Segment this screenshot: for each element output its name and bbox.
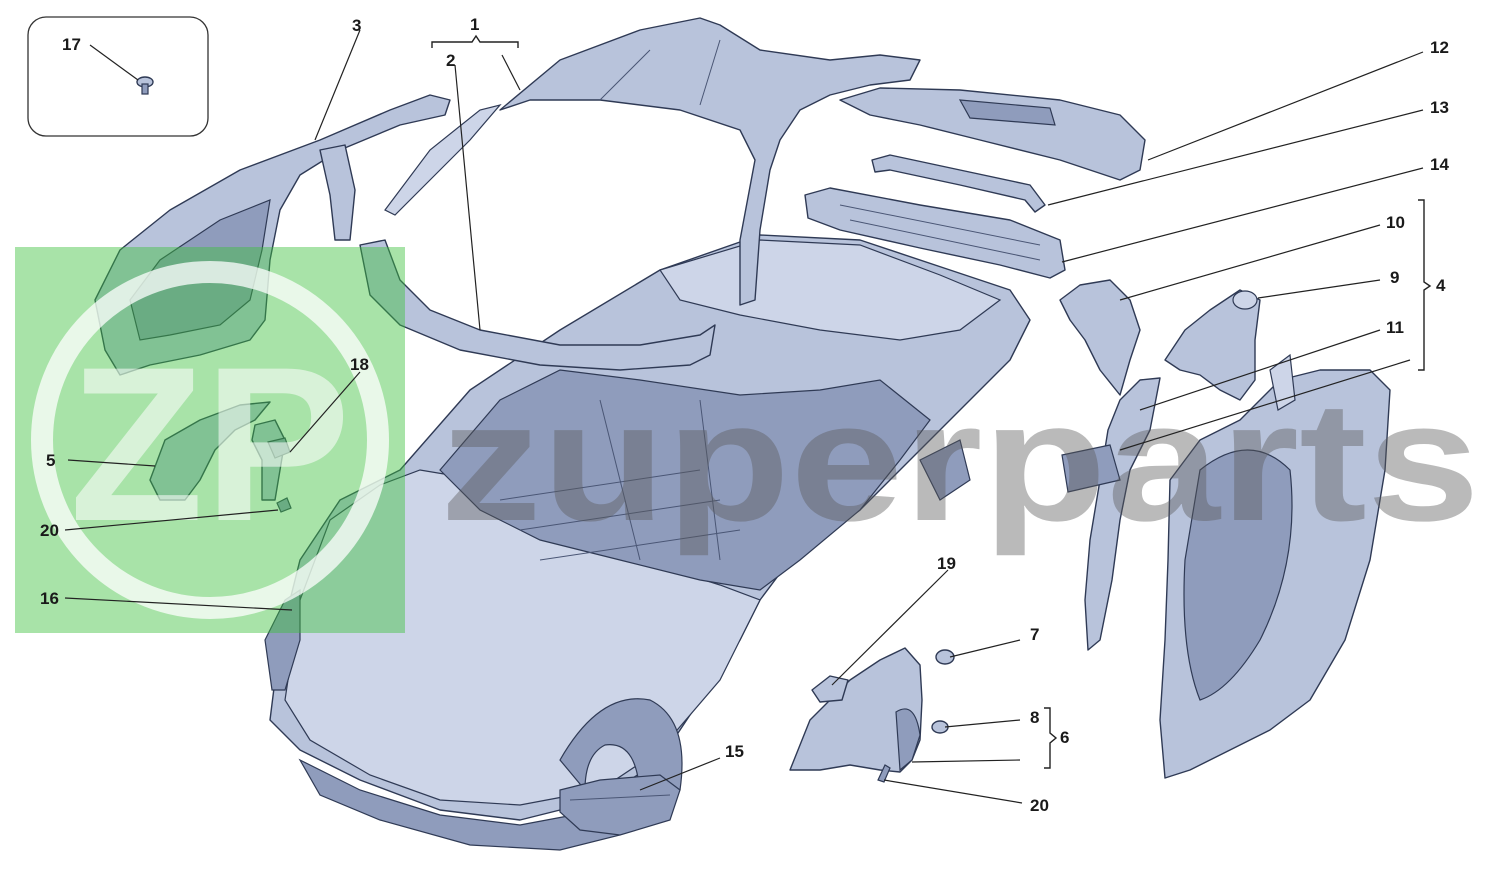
callout-7: 7 xyxy=(1030,625,1039,644)
callout-20-left: 20 xyxy=(40,521,59,540)
rear-crossmember-14 xyxy=(804,187,1066,279)
callout-20-right: 20 xyxy=(1030,796,1049,815)
callout-8: 8 xyxy=(1030,708,1039,727)
rear-pillar-11 xyxy=(1061,377,1161,651)
front-subframe-15 xyxy=(559,774,681,836)
right-rear-quarter-panel xyxy=(1159,353,1391,779)
callout-2: 2 xyxy=(446,51,455,70)
callout-9: 9 xyxy=(1390,268,1399,287)
left-side-frame xyxy=(94,94,451,376)
callout-12: 12 xyxy=(1430,38,1449,57)
bracket-19 xyxy=(811,675,849,703)
callout-4: 4 xyxy=(1436,276,1446,295)
windshield-frame xyxy=(359,103,716,371)
rear-spoiler-12 xyxy=(839,87,1146,181)
callout-14: 14 xyxy=(1430,155,1449,174)
fastener-7-icon xyxy=(935,649,955,665)
cockpit-cavity xyxy=(439,369,931,591)
rear-bar-13 xyxy=(871,154,1046,213)
fastener-17-icon xyxy=(136,76,154,95)
callout-19: 19 xyxy=(937,554,956,573)
rear-bracket-10 xyxy=(1059,279,1141,396)
car-body-shell xyxy=(269,234,1031,851)
inset-fastener-box xyxy=(27,16,209,137)
callout-17: 17 xyxy=(62,35,81,54)
right-front-fender xyxy=(789,647,923,773)
rear-bracket-9 xyxy=(1164,289,1261,401)
roof-panel xyxy=(499,17,921,306)
callout-11: 11 xyxy=(1386,318,1404,337)
callout-15: 15 xyxy=(725,742,744,761)
callout-16: 16 xyxy=(40,589,59,608)
callout-18: 18 xyxy=(350,355,369,374)
callout-labels: 17 3 1 2 12 13 14 10 9 4 11 18 5 20 16 1… xyxy=(40,15,1449,815)
rear-wheel-area xyxy=(919,439,971,501)
leader-lines xyxy=(64,29,1432,804)
callout-1: 1 xyxy=(470,15,479,34)
callout-5: 5 xyxy=(46,451,55,470)
callout-13: 13 xyxy=(1430,98,1449,117)
clip-20-right-icon xyxy=(877,764,891,783)
left-front-fender xyxy=(149,401,292,513)
callout-10: 10 xyxy=(1386,213,1405,232)
callout-6: 6 xyxy=(1060,728,1069,747)
callout-3: 3 xyxy=(352,16,361,35)
